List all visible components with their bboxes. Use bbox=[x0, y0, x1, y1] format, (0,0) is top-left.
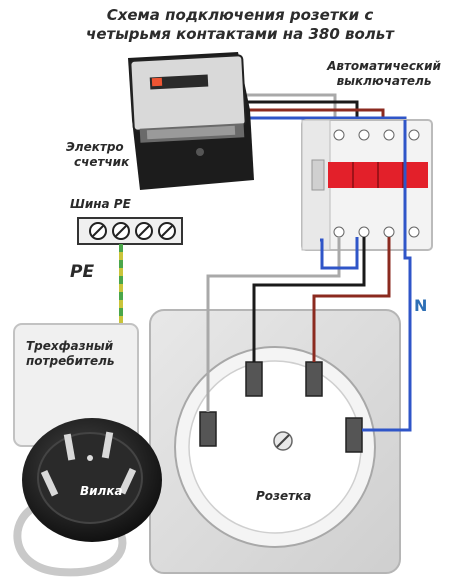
meter-to-breaker-wires bbox=[245, 93, 407, 120]
consumer-label-line-2: потребитель bbox=[26, 354, 115, 368]
neutral-label: N bbox=[414, 296, 428, 315]
breaker-label: Автоматический выключатель bbox=[322, 59, 446, 89]
meter-label-line-2: счетчик bbox=[74, 155, 130, 169]
socket bbox=[149, 309, 401, 574]
meter-label: Электро счетчик bbox=[66, 140, 129, 170]
diagram-title-line-1: Схема подключения розетки с bbox=[106, 6, 374, 24]
plug-cable bbox=[13, 501, 127, 577]
circuit-breaker bbox=[301, 119, 433, 251]
pe-bus bbox=[77, 217, 183, 245]
diagram-title-line-2: четырьмя контактами на 380 вольт bbox=[86, 25, 394, 43]
pe-bus-label: Шина PE bbox=[70, 197, 131, 211]
socket-label: Розетка bbox=[256, 489, 312, 503]
pe-label: PE bbox=[70, 262, 95, 282]
breaker-label-line-1: Автоматический bbox=[327, 59, 441, 73]
consumer-label: Трехфазный потребитель bbox=[26, 339, 114, 369]
plug-label: Вилка bbox=[80, 484, 123, 498]
plug bbox=[22, 418, 162, 542]
meter-label-line-1: Электро bbox=[66, 140, 124, 154]
pe-bus-screws bbox=[89, 222, 176, 240]
breaker-label-line-2: выключатель bbox=[336, 74, 432, 88]
breaker-to-socket-wires bbox=[206, 120, 412, 432]
breaker-handles bbox=[328, 162, 428, 188]
diagram-title: Схема подключения розетки с четырьмя кон… bbox=[40, 6, 440, 44]
consumer-label-line-1: Трехфазный bbox=[26, 339, 114, 353]
electric-meter bbox=[128, 52, 254, 190]
